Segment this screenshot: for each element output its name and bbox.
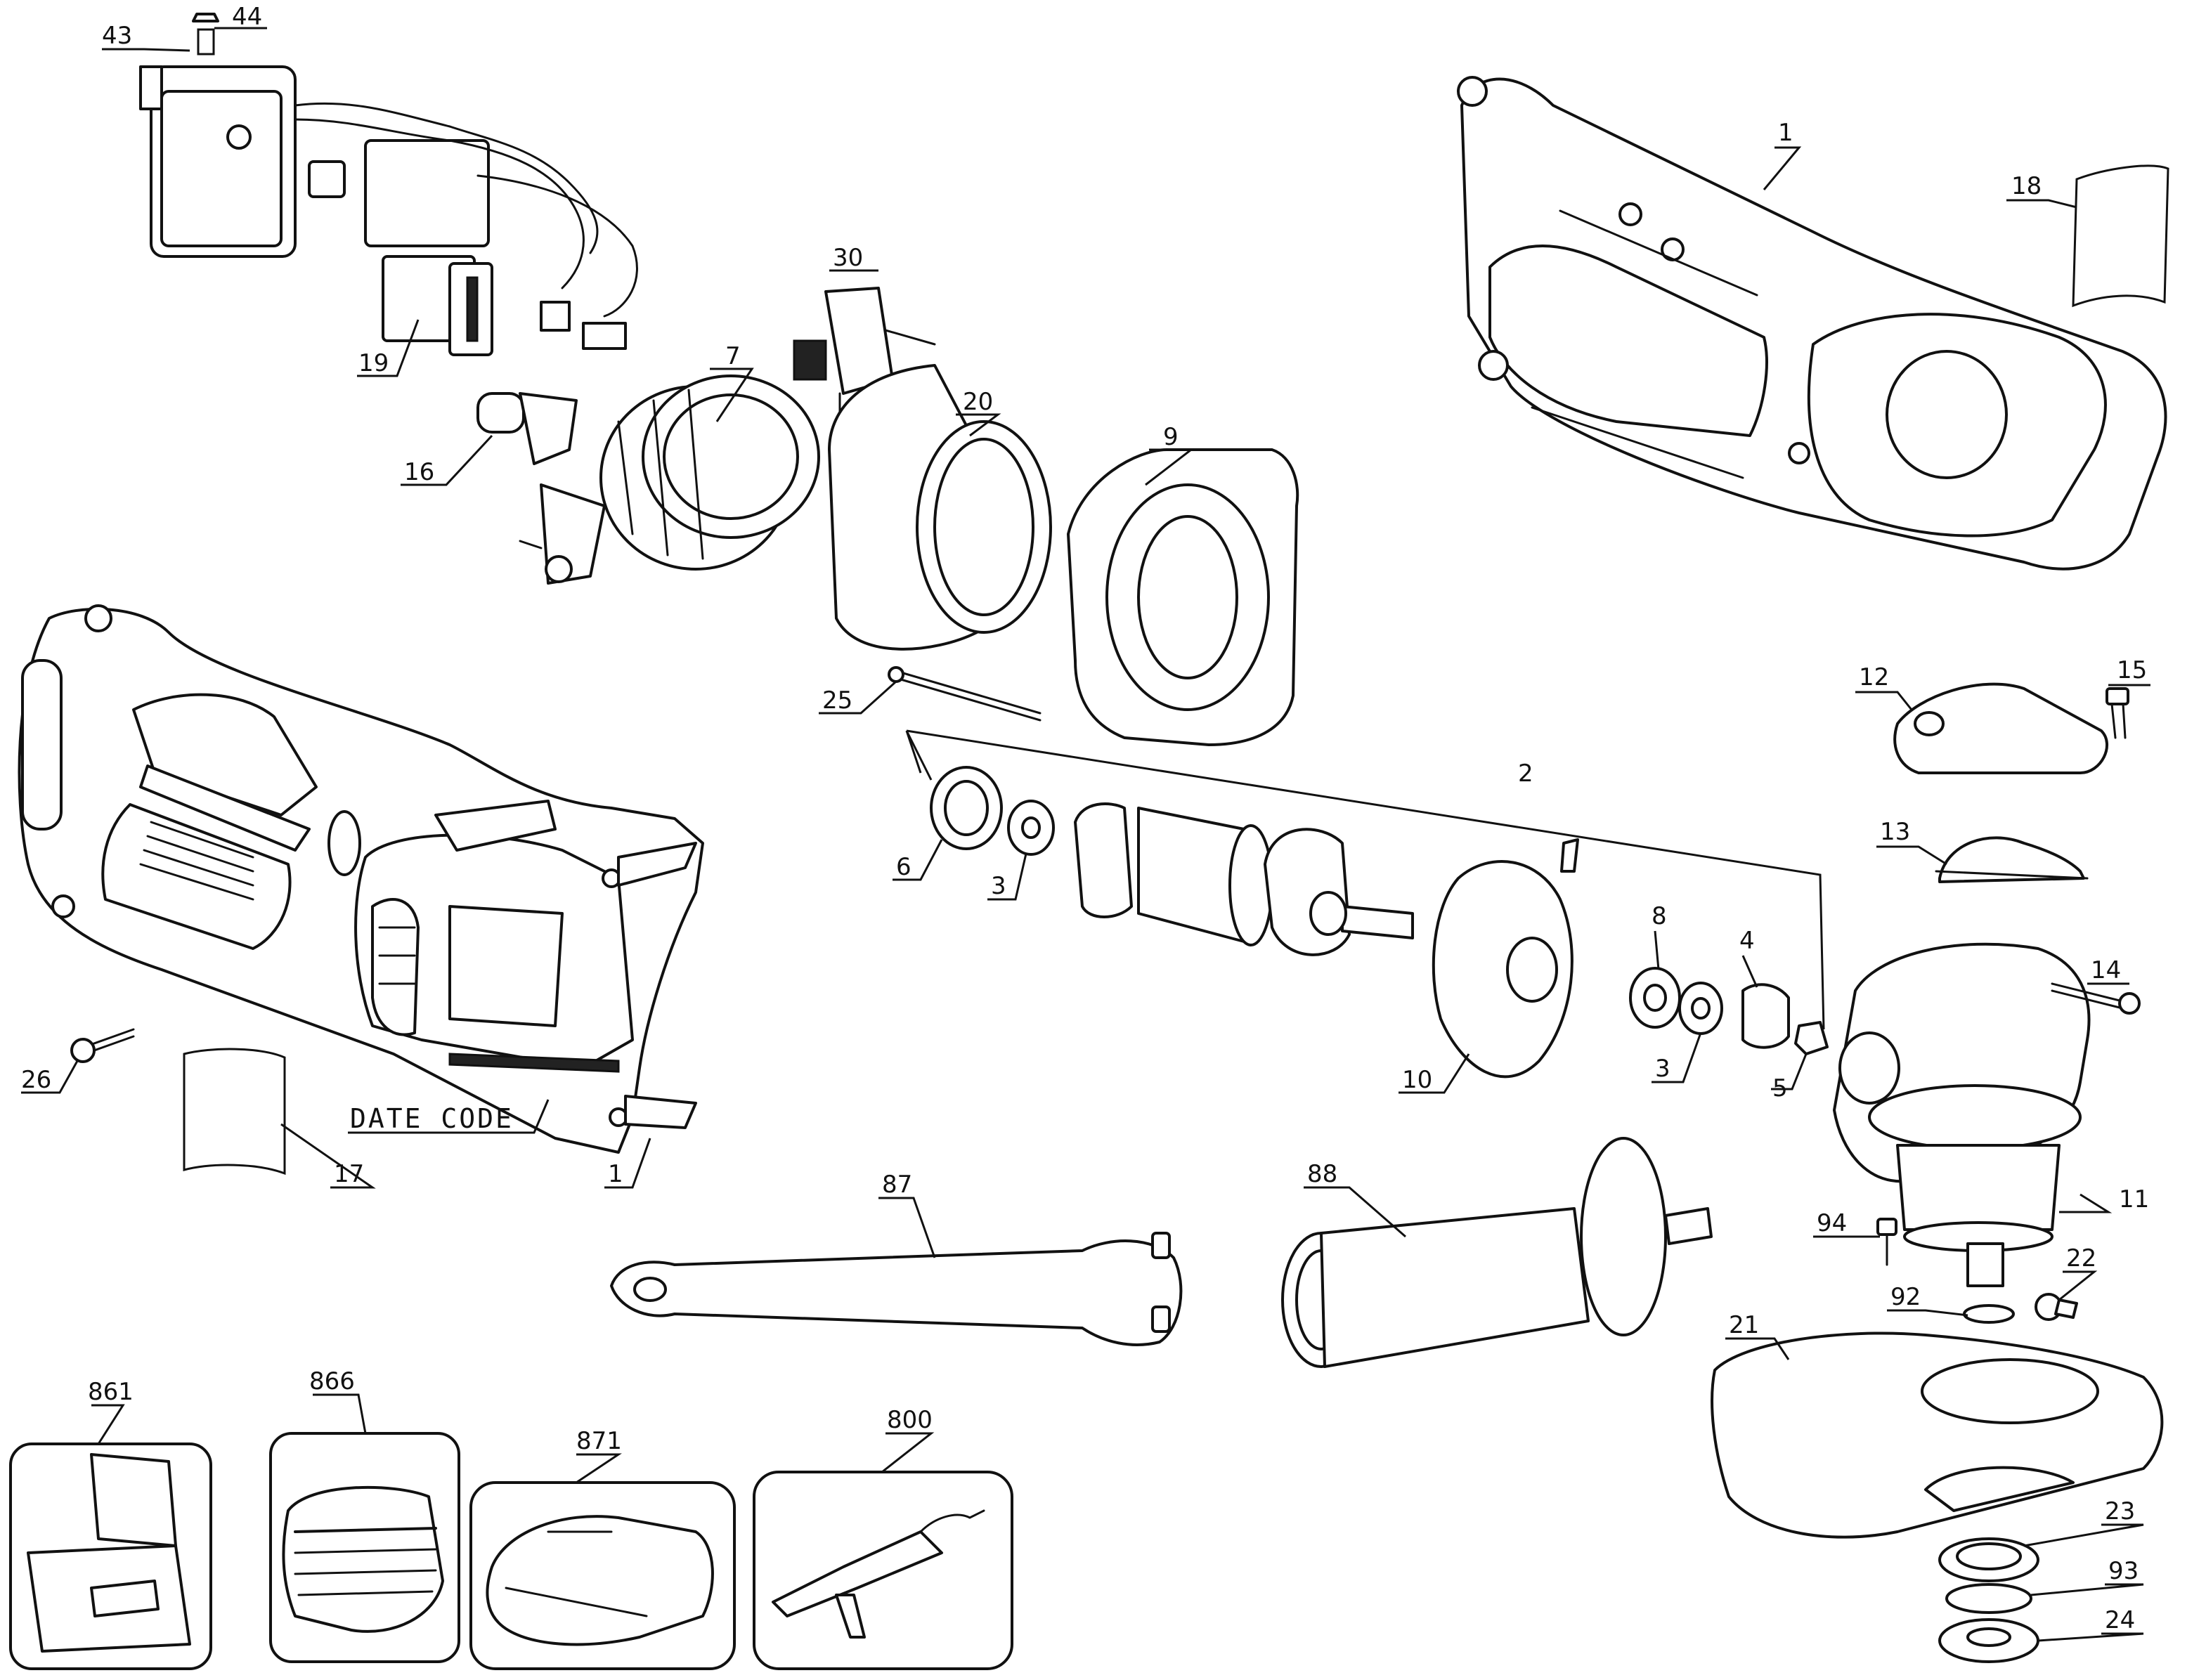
spanner-wrench-87 <box>610 1232 1183 1346</box>
date-code-label: DATE CODE <box>350 1103 514 1134</box>
callout-800: 800 <box>887 1406 933 1434</box>
callout-30: 30 <box>833 244 863 272</box>
bearings-and-spacers <box>1629 967 1829 1055</box>
callout-19: 19 <box>358 349 389 377</box>
callout-87: 87 <box>882 1171 912 1199</box>
nameplate-label-18 <box>2072 164 2169 308</box>
callout-43: 43 <box>102 22 132 50</box>
callout-13: 13 <box>1880 818 1910 846</box>
callout-11: 11 <box>2119 1185 2149 1213</box>
gear-case-cover-12 <box>1893 682 2109 774</box>
motor-housing-half-left <box>18 604 704 1154</box>
guard-21 <box>1711 1331 2164 1539</box>
callout-24: 24 <box>2105 1606 2135 1634</box>
callout-871: 871 <box>576 1427 622 1455</box>
warning-label-17 <box>183 1048 286 1176</box>
callout-20: 20 <box>963 388 993 416</box>
callout-9: 9 <box>1163 423 1179 451</box>
screw-94 <box>1876 1218 1897 1266</box>
callout-leaders <box>21 27 2150 1642</box>
outer-flange-23 <box>1938 1537 2039 1582</box>
callout-1-top: 1 <box>1778 119 1793 147</box>
accessory-box-871 <box>469 1481 736 1670</box>
callout-1-left: 1 <box>608 1160 623 1188</box>
callout-23: 23 <box>2105 1497 2135 1525</box>
side-handle-88 <box>1281 1137 1713 1368</box>
callout-88: 88 <box>1307 1160 1337 1188</box>
accessory-box-866 <box>269 1432 460 1663</box>
washer-92 <box>1963 1304 2015 1324</box>
brush-16 <box>476 392 606 585</box>
callout-15: 15 <box>2117 656 2147 684</box>
callout-2: 2 <box>1518 760 1533 788</box>
date-code: DATE CODE <box>348 1099 550 1134</box>
callout-94: 94 <box>1817 1209 1847 1237</box>
callout-18: 18 <box>2011 172 2042 200</box>
callout-8: 8 <box>1652 902 1667 930</box>
callout-22: 22 <box>2066 1244 2096 1272</box>
washer-93 <box>1945 1583 2032 1614</box>
callout-866: 866 <box>309 1367 355 1395</box>
callout-3-left: 3 <box>991 872 1006 900</box>
callout-21: 21 <box>1729 1311 1759 1339</box>
callout-93: 93 <box>2108 1557 2139 1585</box>
callout-7: 7 <box>725 342 741 370</box>
callout-3-right: 3 <box>1655 1055 1670 1083</box>
armature-assembly-2 <box>930 766 1414 956</box>
lock-nut-24 <box>1938 1618 2039 1663</box>
accessory-box-800 <box>753 1471 1013 1670</box>
callout-92: 92 <box>1890 1283 1921 1311</box>
callout-6: 6 <box>896 853 911 881</box>
callout-12: 12 <box>1859 663 1889 691</box>
callout-14: 14 <box>2091 956 2121 984</box>
callout-16: 16 <box>404 458 434 486</box>
switch-assembly <box>139 13 638 356</box>
brush-cage-7 <box>599 375 820 571</box>
screw-14 <box>2051 982 2141 1015</box>
callout-861: 861 <box>88 1378 134 1406</box>
motor-housing-half-right <box>1457 76 2167 571</box>
gear-case-bracket-9 <box>1067 448 1299 746</box>
accessory-box-861 <box>9 1443 212 1670</box>
spring-clip-13 <box>1935 836 2089 883</box>
callout-25: 25 <box>822 686 852 715</box>
gear-case-11 <box>1833 942 2091 1287</box>
callout-10: 10 <box>1402 1066 1432 1094</box>
callout-4: 4 <box>1739 927 1755 955</box>
callout-numbers: 43 44 19 30 7 16 20 9 25 1 18 12 15 13 2… <box>21 3 2149 1634</box>
callout-17: 17 <box>334 1160 364 1188</box>
baffle-10 <box>1432 838 1579 1079</box>
field-20 <box>828 364 1052 651</box>
through-bolt-25 <box>888 666 1042 722</box>
screw-26 <box>70 1028 135 1063</box>
callout-44: 44 <box>232 3 262 31</box>
lever-22 <box>2035 1293 2078 1321</box>
callout-26: 26 <box>21 1066 51 1094</box>
screw-15 <box>2106 687 2129 739</box>
callout-5: 5 <box>1772 1074 1788 1102</box>
